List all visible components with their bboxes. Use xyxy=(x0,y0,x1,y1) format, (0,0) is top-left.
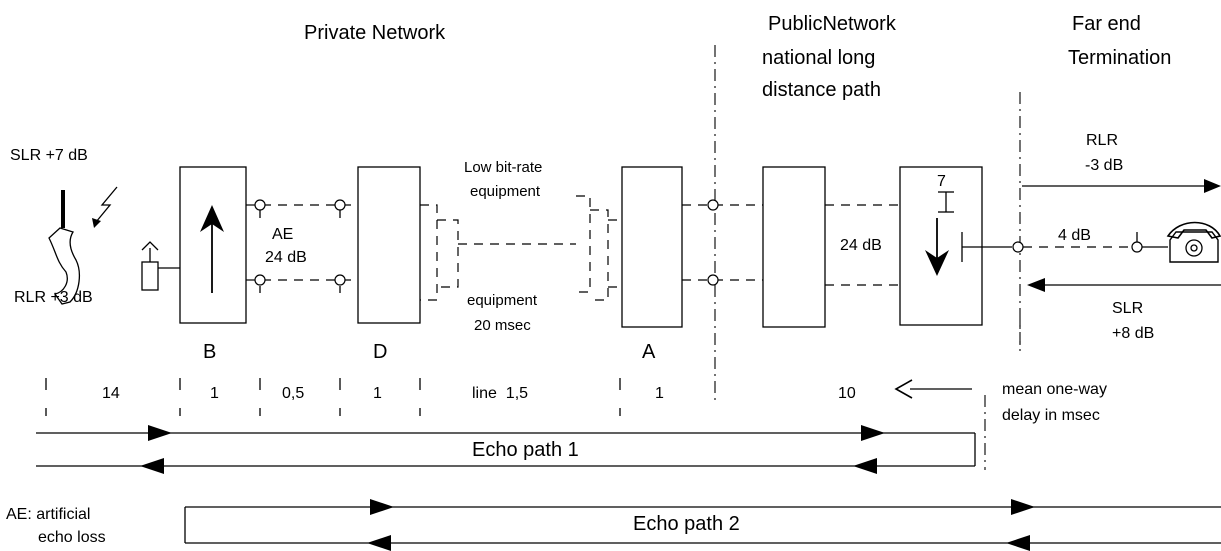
public-network-title-line3: distance path xyxy=(762,79,881,101)
footnote-line-1: AE: artificial xyxy=(6,506,90,523)
delay-ticks xyxy=(45,378,621,416)
echo-path-1-return-arrow-a xyxy=(140,458,164,474)
far-end-title-line1: Far end xyxy=(1072,13,1141,35)
near-hybrid-icon xyxy=(141,241,180,291)
ae-value-label: 24 dB xyxy=(265,249,307,266)
delay-line: line 1,5 xyxy=(472,385,528,402)
block-b xyxy=(179,166,247,324)
slr-far-label-2: +8 dB xyxy=(1112,325,1154,342)
telephone-icon xyxy=(1166,221,1221,263)
block-d xyxy=(357,166,421,324)
block-b-up-arrow-head xyxy=(200,205,224,232)
node-d-top xyxy=(334,199,346,211)
far-loss-label: 4 dB xyxy=(1058,227,1091,244)
ae-label: AE xyxy=(272,226,293,243)
echo-path-2-return-arrow-b xyxy=(1006,535,1030,551)
echo-path-2-forward-arrow-b xyxy=(1011,499,1035,515)
public-loss-label: 24 dB xyxy=(840,237,882,254)
block-a xyxy=(621,166,683,328)
node-a-bottom xyxy=(707,274,719,286)
block-b-label: B xyxy=(203,341,216,363)
echo-path-1-return-arrow-b xyxy=(853,458,877,474)
node-far-right xyxy=(1131,241,1143,253)
node-far-left xyxy=(1012,241,1024,253)
echo-path-2-forward-arrow-a xyxy=(370,499,394,515)
echo-path-1-forward-arrow-b xyxy=(861,425,885,441)
far-end-title-line2: Termination xyxy=(1068,47,1171,69)
echo-path-1-forward-arrow-a xyxy=(148,425,172,441)
delay-caption-1: mean one-way xyxy=(1002,381,1107,398)
node-d-bottom xyxy=(334,274,346,286)
node-b-top xyxy=(254,199,266,211)
rlr-far-arrow-head xyxy=(1204,179,1221,193)
echo-path-1-label: Echo path 1 xyxy=(472,439,579,461)
lightning-icon xyxy=(95,186,118,223)
equipment-label-2: 20 msec xyxy=(474,317,531,334)
delay-b: 1 xyxy=(210,385,219,402)
echo-canceller-seven-label: 7 xyxy=(937,173,946,190)
node-a-top xyxy=(707,199,719,211)
private-network-title: Private Network xyxy=(304,22,446,44)
delay-14: 14 xyxy=(102,385,120,402)
rlr-far-label-2: -3 dB xyxy=(1085,157,1123,174)
delay-caption-2: delay in msec xyxy=(1002,407,1100,424)
delay-ae: 0,5 xyxy=(282,385,304,402)
low-bit-rate-label-1: Low bit-rate xyxy=(464,159,542,176)
echo-canceller-box xyxy=(899,166,983,326)
lightning-arrowhead xyxy=(92,218,101,228)
echo-canceller-down-arrow-head xyxy=(925,250,949,276)
codec-left-bracket xyxy=(420,204,459,301)
equipment-label-1: equipment xyxy=(467,292,538,309)
delay-a: 1 xyxy=(655,385,664,402)
echo-path-2-label: Echo path 2 xyxy=(633,513,740,535)
near-handset-icon xyxy=(48,190,81,305)
footnote-line-2: echo loss xyxy=(38,529,106,546)
echo-path-2-return-arrow-a xyxy=(367,535,391,551)
delay-public: 10 xyxy=(838,385,856,402)
block-a-label: A xyxy=(642,341,656,363)
low-bit-rate-label-2: equipment xyxy=(470,183,541,200)
codec-right-bracket xyxy=(576,195,622,301)
delay-d: 1 xyxy=(373,385,382,402)
rlr-near-label: RLR +3 dB xyxy=(14,289,93,306)
node-b-bottom xyxy=(254,274,266,286)
block-d-label: D xyxy=(373,341,387,363)
slr-far-label-1: SLR xyxy=(1112,300,1143,317)
public-network-box xyxy=(762,166,826,328)
slr-far-arrow-head xyxy=(1027,278,1045,292)
public-network-title-line1: PublicNetwork xyxy=(768,13,897,35)
slr-near-label: SLR +7 dB xyxy=(10,147,88,164)
public-network-title-line2: national long xyxy=(762,47,875,69)
rlr-far-label-1: RLR xyxy=(1086,132,1118,149)
